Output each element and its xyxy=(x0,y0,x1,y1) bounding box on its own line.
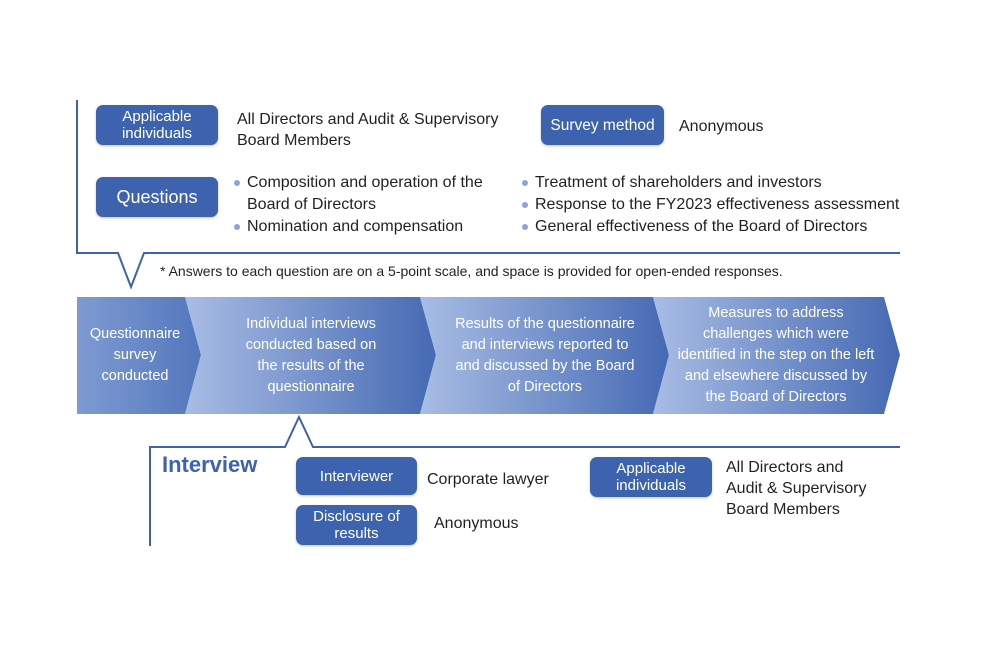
step-line: conducted xyxy=(101,368,169,384)
process-step-4-shape xyxy=(653,297,900,414)
question-line: Response to the FY2023 effectiveness ass… xyxy=(535,196,900,213)
step-line: Measures to address xyxy=(708,305,844,321)
process-step-4: Measures to address challenges which wer… xyxy=(660,297,892,414)
interviewer-label-text: Interviewer xyxy=(319,467,394,485)
survey-frame xyxy=(76,100,900,290)
survey-applicable-value: All Directors and Audit & Supervisory Bo… xyxy=(237,109,498,151)
survey-method-label-text: Survey method xyxy=(550,116,655,134)
step-line: Questionnaire xyxy=(89,326,181,342)
question-item: Nomination and compensation xyxy=(233,216,483,238)
survey-method-value: Anonymous xyxy=(679,118,764,135)
step-line: Individual interviews xyxy=(246,315,376,332)
step-line: questionnaire xyxy=(267,378,355,395)
questions-list-right: Treatment of shareholders and investors … xyxy=(521,172,899,238)
process-step-1-shape xyxy=(77,297,201,414)
step-line: survey xyxy=(113,347,157,363)
question-line: Composition and operation of the xyxy=(247,174,483,191)
survey-applicable-line-2: Board Members xyxy=(237,132,351,149)
step-line: the Board of Directors xyxy=(705,389,847,405)
step-line: identified in the step on the left xyxy=(677,347,875,363)
questions-list-left: Composition and operation of the Board o… xyxy=(233,172,483,238)
step-line: and discussed by the Board xyxy=(455,357,635,374)
question-line: Board of Directors xyxy=(247,196,376,213)
scale-note: * Answers to each question are on a 5-po… xyxy=(160,263,783,279)
bullet-icon xyxy=(234,180,240,186)
bullet-icon xyxy=(234,224,240,230)
question-item: Composition and operation of the Board o… xyxy=(233,172,483,216)
step-line: and elsewhere discussed by xyxy=(684,368,868,384)
question-item: General effectiveness of the Board of Di… xyxy=(521,216,899,238)
step-line: conducted based on xyxy=(245,336,377,353)
interview-applicable-label: Applicable individuals xyxy=(590,457,712,497)
step-line: and interviews reported to xyxy=(461,336,629,353)
bullet-icon xyxy=(522,224,528,230)
process-step-1: Questionnaire survey conducted xyxy=(77,297,193,414)
bullet-icon xyxy=(522,202,528,208)
step-line: of Directors xyxy=(507,378,583,395)
question-line: Treatment of shareholders and investors xyxy=(535,174,822,191)
interview-applicable-line-3: Board Members xyxy=(726,501,840,518)
interviewer-value: Corporate lawyer xyxy=(427,471,549,488)
step-line: the results of the xyxy=(257,357,365,374)
survey-method-label: Survey method xyxy=(541,105,664,145)
bullet-icon xyxy=(522,180,528,186)
survey-applicable-line-1: All Directors and Audit & Supervisory xyxy=(237,111,499,128)
question-item: Response to the FY2023 effectiveness ass… xyxy=(521,194,899,216)
question-line: Nomination and compensation xyxy=(247,218,464,235)
questions-label-text: Questions xyxy=(116,186,198,207)
question-line: General effectiveness of the Board of Di… xyxy=(535,218,868,235)
interview-applicable-line-1: All Directors and xyxy=(726,459,844,476)
interview-applicable-value: All Directors and Audit & Supervisory Bo… xyxy=(726,457,867,520)
disclosure-label-text: Disclosure of results xyxy=(313,508,400,542)
process-step-2-shape xyxy=(185,297,436,414)
process-step-2: Individual interviews conducted based on… xyxy=(200,297,422,414)
interview-title: Interview xyxy=(162,452,258,477)
interview-applicable-line-2: Audit & Supervisory xyxy=(726,480,867,497)
process-step-3-shape xyxy=(420,297,669,414)
disclosure-value: Anonymous xyxy=(434,515,519,532)
step-line: challenges which were xyxy=(703,326,849,342)
interview-frame xyxy=(149,414,900,546)
step-line: Results of the questionnaire xyxy=(455,315,635,332)
interview-applicable-label-text: Applicable individuals xyxy=(615,460,687,494)
question-item: Treatment of shareholders and investors xyxy=(521,172,899,194)
survey-applicable-label-text: Applicable individuals xyxy=(121,108,193,142)
process-step-3: Results of the questionnaire and intervi… xyxy=(430,297,660,414)
questions-label: Questions xyxy=(96,177,218,217)
survey-applicable-label: Applicable individuals xyxy=(96,105,218,145)
disclosure-label: Disclosure of results xyxy=(296,505,417,545)
interviewer-label: Interviewer xyxy=(296,457,417,495)
